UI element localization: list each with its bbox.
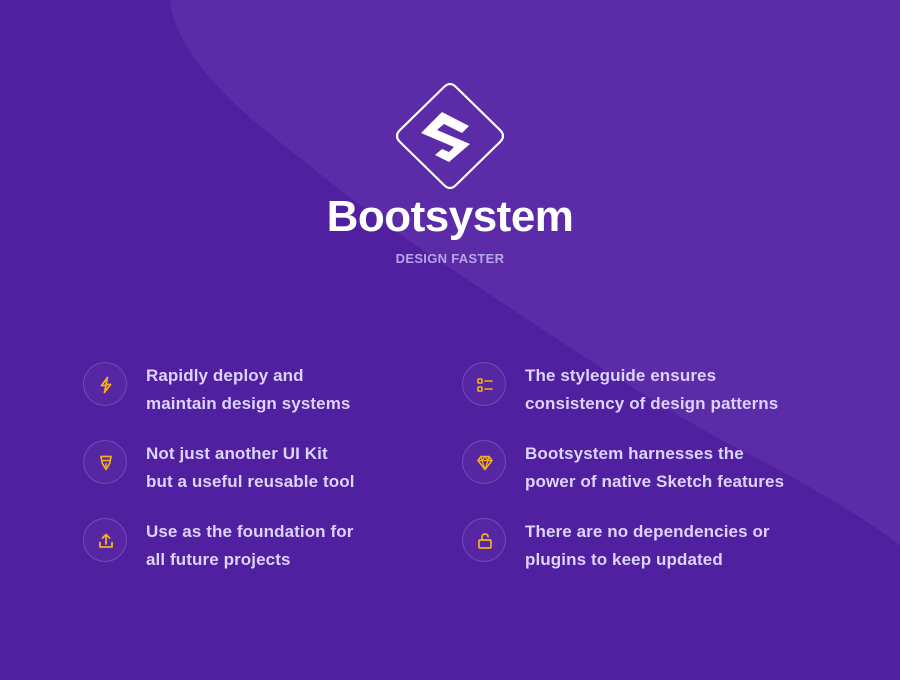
feature-text: There are no dependencies or plugins to … [525, 518, 835, 574]
feature-line: Not just another UI Kit [146, 444, 328, 463]
feature-icon-badge [462, 518, 506, 562]
feature-line: plugins to keep updated [525, 550, 723, 569]
bootsystem-logo-icon [395, 82, 505, 190]
feature-item-styleguide: The styleguide ensures consistency of de… [462, 362, 812, 418]
feature-item-ui-kit: Not just another UI Kit but a useful reu… [83, 440, 433, 496]
brand-title: Bootsystem [326, 192, 574, 241]
feature-line: power of native Sketch features [525, 472, 785, 491]
feature-line: but a useful reusable tool [146, 472, 355, 491]
unlock-icon [478, 533, 492, 549]
upload-icon [99, 533, 113, 548]
feature-line: maintain design systems [146, 394, 351, 413]
feature-line: Bootsystem harnesses the [525, 444, 744, 463]
feature-text: Rapidly deploy and maintain design syste… [146, 362, 456, 418]
lightning-icon [100, 376, 112, 394]
feature-line: The styleguide ensures [525, 366, 717, 385]
hero: Bootsystem DESIGN FASTER [0, 78, 900, 267]
feature-item-no-dependencies: There are no dependencies or plugins to … [462, 518, 812, 574]
diamond-icon [477, 455, 493, 471]
feature-icon-badge [462, 362, 506, 406]
feature-item-foundation: Use as the foundation for all future pro… [83, 518, 433, 574]
feature-text: Bootsystem harnesses the power of native… [525, 440, 835, 496]
feature-icon-badge [83, 440, 127, 484]
feature-icon-badge [462, 440, 506, 484]
feature-line: Use as the foundation for [146, 522, 354, 541]
feature-line: There are no dependencies or [525, 522, 770, 541]
pen-tool-icon [100, 455, 112, 471]
feature-text: Use as the foundation for all future pro… [146, 518, 456, 574]
feature-text: Not just another UI Kit but a useful reu… [146, 440, 456, 496]
feature-icon-badge [83, 362, 127, 406]
feature-icon-badge [83, 518, 127, 562]
feature-line: consistency of design patterns [525, 394, 779, 413]
feature-text: The styleguide ensures consistency of de… [525, 362, 835, 418]
list-icon [477, 378, 493, 392]
feature-line: all future projects [146, 550, 291, 569]
feature-item-rapid-deploy: Rapidly deploy and maintain design syste… [83, 362, 433, 418]
feature-line: Rapidly deploy and [146, 366, 304, 385]
feature-item-sketch: Bootsystem harnesses the power of native… [462, 440, 812, 496]
brand-tagline: DESIGN FASTER [395, 251, 505, 266]
